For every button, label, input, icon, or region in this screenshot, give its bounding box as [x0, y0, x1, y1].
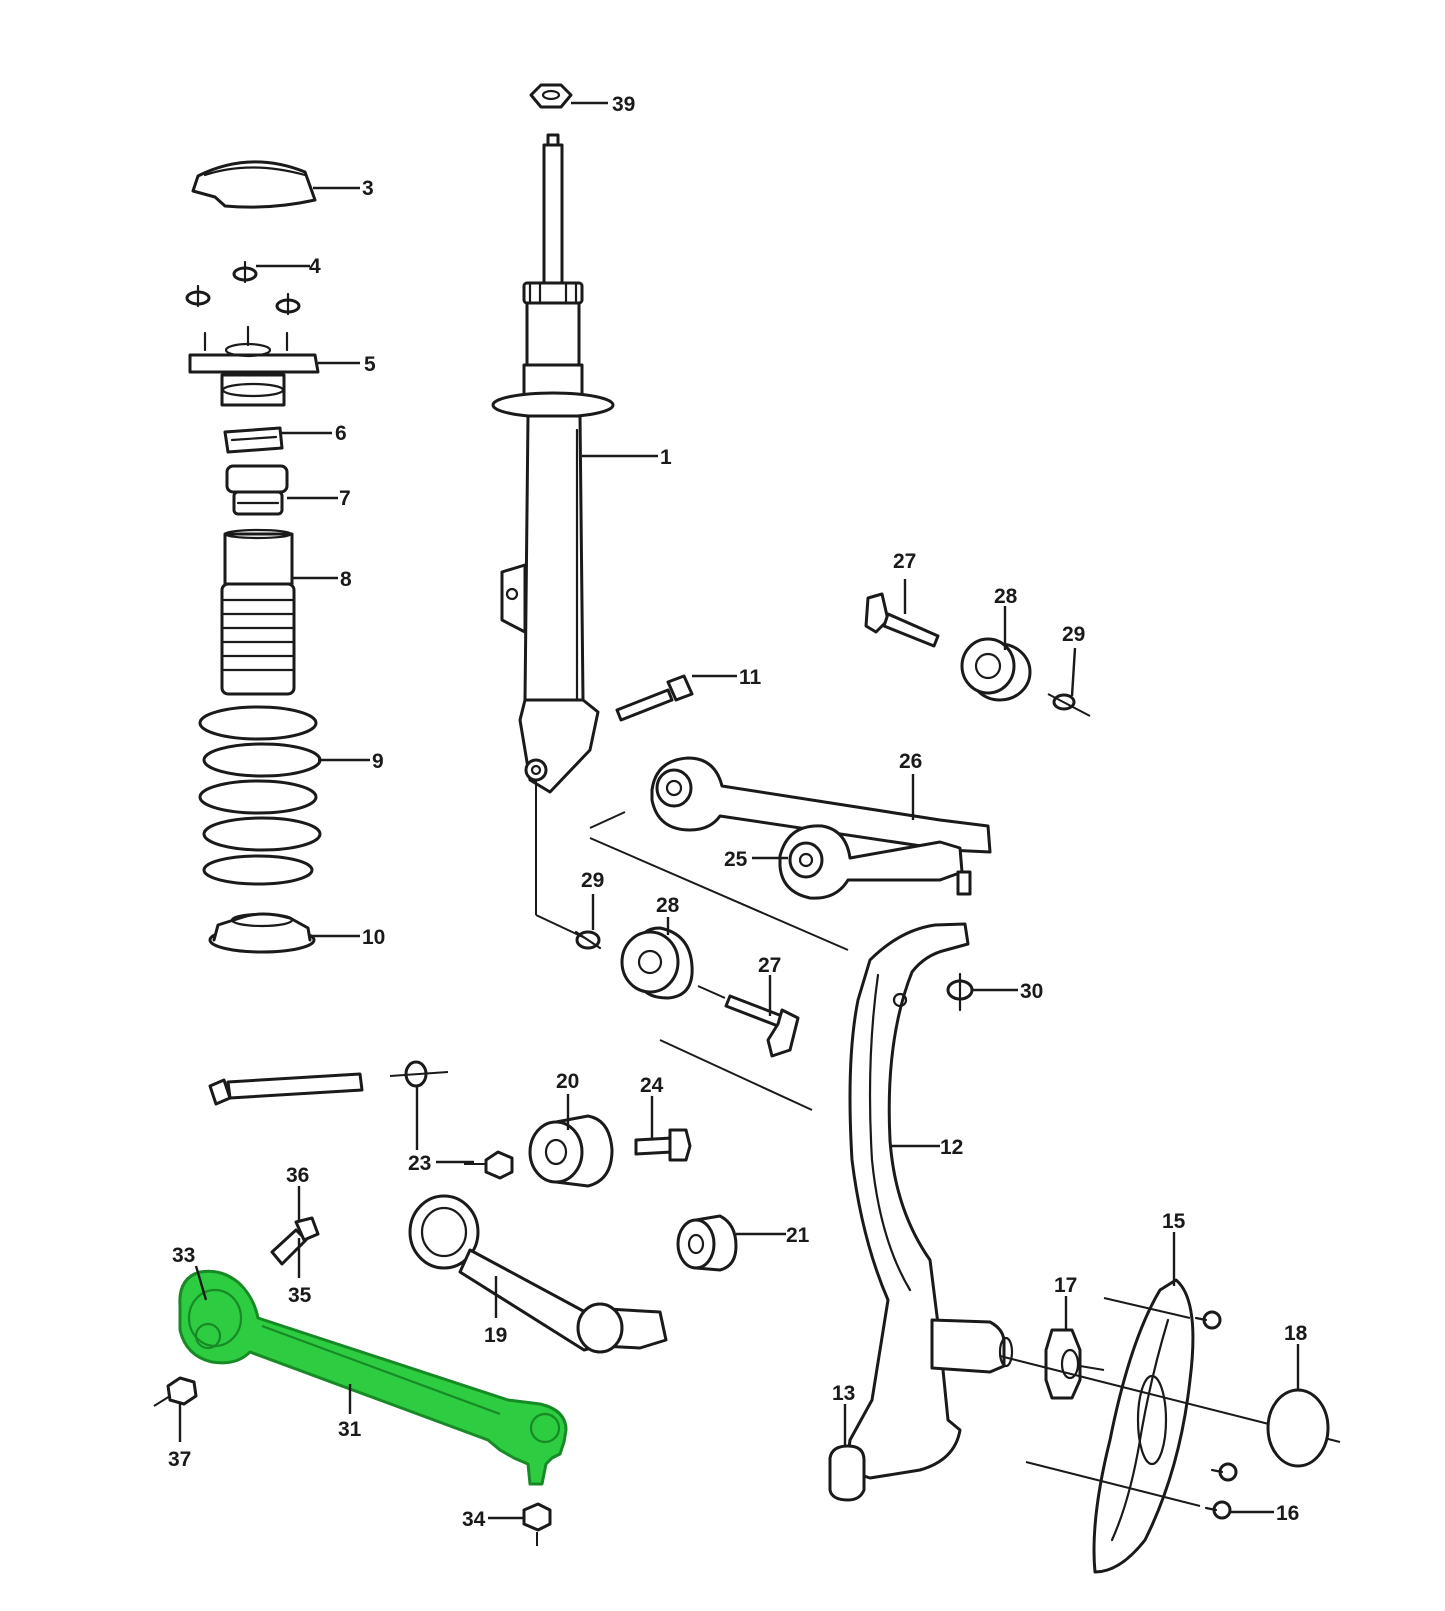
axis-line-knuckle-lower — [659, 1039, 813, 1111]
part-35-36-bolt[interactable] — [270, 1186, 320, 1278]
part-28-bushing-upper[interactable] — [960, 606, 1032, 702]
callout-35: 35 — [288, 1284, 312, 1307]
part-24-bolt[interactable] — [634, 1096, 692, 1162]
callout-27-lower: 27 — [758, 954, 781, 977]
callout-9: 9 — [372, 750, 384, 773]
callout-16: 16 — [1276, 1502, 1299, 1525]
part-39-strut-nut[interactable] — [529, 83, 608, 109]
callout-20: 20 — [556, 1070, 579, 1093]
axis-line-arms — [589, 811, 626, 829]
callout-29-upper: 29 — [1062, 623, 1085, 646]
callout-36: 36 — [286, 1164, 309, 1187]
part-1-strut-assembly[interactable] — [491, 133, 658, 794]
axis-line-arm-to-knuckle — [589, 837, 849, 951]
callout-30: 30 — [1020, 980, 1043, 1003]
callout-19: 19 — [484, 1324, 507, 1347]
callout-4: 4 — [309, 255, 321, 278]
part-27-eccentric-bolt-upper[interactable] — [864, 579, 940, 648]
callout-33: 33 — [172, 1244, 195, 1267]
callout-12: 12 — [940, 1136, 963, 1159]
part-10-spring-seat[interactable] — [208, 912, 360, 954]
callout-11: 11 — [739, 666, 762, 689]
part-28-bushing-lower[interactable] — [620, 917, 694, 1000]
callout-23: 23 — [408, 1152, 431, 1175]
callout-21: 21 — [786, 1224, 810, 1247]
callout-5: 5 — [364, 353, 376, 376]
part-18-hub-cap[interactable] — [1266, 1344, 1330, 1468]
callout-28-upper: 28 — [994, 585, 1018, 608]
part-37-nut[interactable] — [153, 1376, 198, 1442]
axis-line-shield-bolts — [1025, 1461, 1201, 1507]
part-21-bushing[interactable] — [676, 1214, 786, 1272]
callout-39: 39 — [612, 93, 635, 116]
callout-17: 17 — [1054, 1274, 1077, 1297]
axis-line-hub — [1103, 1297, 1191, 1319]
part-31-tension-strut-highlighted[interactable] — [178, 1269, 568, 1486]
part-23-nuts[interactable] — [389, 1060, 514, 1180]
callout-26: 26 — [899, 750, 922, 773]
part-6-bearing[interactable] — [223, 426, 332, 454]
part-11-bolt[interactable] — [615, 674, 737, 722]
part-29-nut-lower[interactable] — [535, 780, 602, 950]
part-34-nut[interactable] — [488, 1502, 552, 1546]
part-25-upper-arm-rear[interactable] — [752, 824, 972, 900]
part-7-isolator[interactable] — [225, 464, 338, 516]
callout-37: 37 — [168, 1448, 191, 1471]
callout-15: 15 — [1162, 1210, 1186, 1233]
callout-7: 7 — [339, 487, 351, 510]
callout-31: 31 — [338, 1418, 362, 1441]
callout-6: 6 — [335, 422, 347, 445]
callout-25: 25 — [724, 848, 748, 871]
part-33-bushing-ref — [194, 1265, 208, 1301]
part-3-top-cap[interactable] — [191, 160, 360, 209]
part-17-hub-nut[interactable] — [1044, 1296, 1105, 1400]
part-4-mount-nuts[interactable] — [185, 260, 310, 316]
part-12-steering-knuckle[interactable] — [844, 922, 1014, 1480]
part-16-shield-bolts[interactable] — [1194, 1310, 1274, 1520]
part-27-eccentric-bolt-lower[interactable] — [697, 975, 800, 1058]
callout-28-lower: 28 — [656, 894, 680, 917]
callout-24: 24 — [640, 1074, 664, 1097]
part-29-nut-upper[interactable] — [1047, 647, 1091, 717]
callout-3: 3 — [362, 177, 374, 200]
callout-1: 1 — [660, 446, 672, 469]
part-20-bushing[interactable] — [528, 1094, 614, 1188]
callout-34: 34 — [462, 1508, 486, 1531]
part-26-upper-arm-front[interactable] — [650, 756, 992, 854]
part-8-dust-boot[interactable] — [220, 528, 338, 696]
part-5-strut-mount[interactable] — [188, 325, 360, 407]
part-13-ball-joint[interactable] — [828, 1404, 866, 1502]
callout-18: 18 — [1284, 1322, 1308, 1345]
callout-29-lower: 29 — [581, 869, 604, 892]
part-9-coil-spring[interactable] — [198, 705, 370, 886]
callout-13: 13 — [832, 1382, 855, 1405]
callout-27-upper: 27 — [893, 550, 916, 573]
callout-8: 8 — [340, 568, 352, 591]
part-30-nut[interactable] — [946, 972, 1018, 1012]
callout-10: 10 — [362, 926, 385, 949]
part-long-bolt[interactable] — [208, 1072, 364, 1106]
part-19-lower-control-arm[interactable] — [408, 1194, 668, 1354]
